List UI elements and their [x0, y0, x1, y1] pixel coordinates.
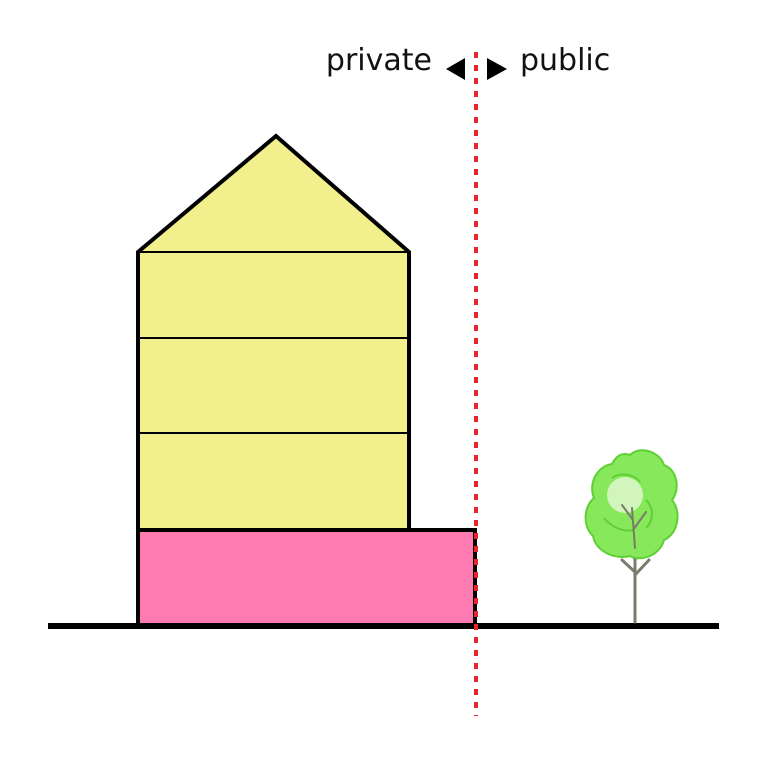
private-label: private — [325, 43, 432, 78]
left-triangle-icon — [446, 58, 465, 80]
tree-icon — [584, 449, 679, 624]
building-base — [136, 528, 477, 628]
building-upper — [136, 133, 411, 532]
right-triangle-icon — [487, 58, 507, 80]
public-label: public — [520, 43, 611, 78]
